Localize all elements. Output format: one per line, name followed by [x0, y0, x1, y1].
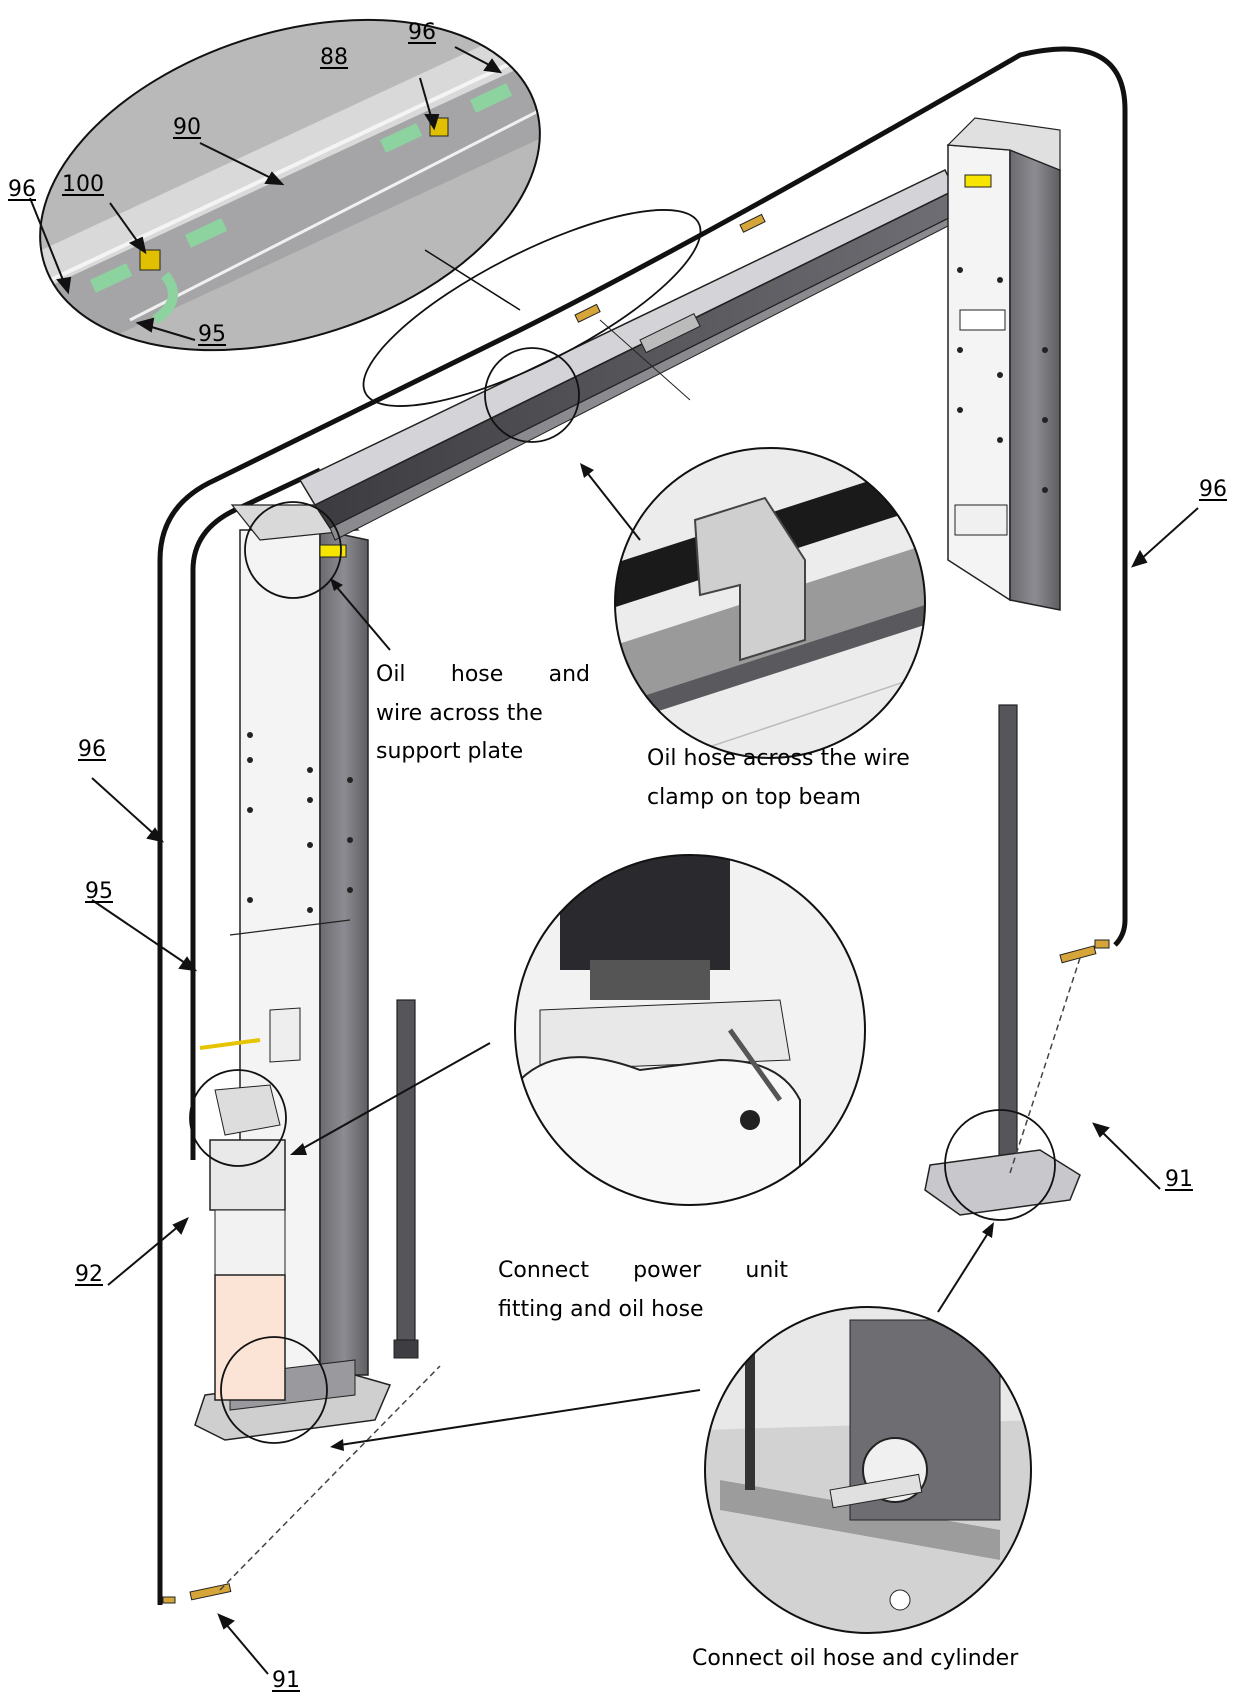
caption-word: power	[633, 1258, 702, 1283]
part-number-96: 96	[1199, 477, 1227, 502]
caption-support-plate: Oil hose and wire across the support pla…	[376, 656, 590, 772]
power-unit	[199, 1007, 301, 1401]
part-number-96: 96	[8, 177, 36, 202]
caption-line: wire across the	[376, 700, 543, 726]
caption-line: Oil hose across the wire	[647, 746, 910, 771]
part-number-92: 92	[75, 1262, 103, 1287]
part-leaders	[91, 507, 1199, 1675]
caption-line: clamp on top beam	[647, 784, 861, 810]
right-post	[946, 117, 1061, 611]
caption-line: Connect oil hose and cylinder	[692, 1646, 1019, 1671]
caption-word: unit	[745, 1258, 788, 1283]
detail-top-hose-connection	[20, 0, 580, 380]
part-number-95: 95	[85, 879, 113, 904]
oil-hose-96	[157, 46, 1128, 1605]
part-number-91: 91	[272, 1668, 300, 1693]
caption-word: Connect	[498, 1258, 589, 1283]
part-number-88: 88	[320, 45, 348, 70]
caption-line: Oil hose and	[376, 656, 590, 695]
right-cylinder	[924, 704, 1081, 1216]
part-number-95: 95	[198, 322, 226, 347]
caption-cylinder: Connect oil hose and cylinder	[692, 1640, 1018, 1679]
left-cylinder	[393, 999, 419, 1359]
caption-word: and	[548, 662, 590, 687]
part-number-90: 90	[173, 115, 201, 140]
top-beam	[298, 169, 957, 541]
part-number-96: 96	[408, 20, 436, 45]
detail-power-unit	[189, 854, 866, 1206]
detail-cylinder-connection	[220, 1109, 1056, 1634]
caption-line: support plate	[376, 739, 524, 764]
caption-power-unit: Connect power unit fitting and oil hose	[498, 1252, 788, 1329]
part-number-91: 91	[1165, 1167, 1193, 1192]
oil-hose-95	[190, 467, 322, 1160]
part-number-96: 96	[78, 737, 106, 762]
fittings	[162, 174, 1110, 1604]
caption-word: hose	[450, 662, 504, 687]
part-number-100: 100	[62, 172, 104, 197]
caption-line: Connect power unit	[498, 1252, 788, 1291]
caption-word: Oil	[376, 662, 406, 687]
caption-line: fitting and oil hose	[498, 1296, 704, 1322]
detail-wire-clamp	[484, 347, 926, 759]
caption-wire-clamp: Oil hose across the wire clamp on top be…	[647, 740, 910, 817]
